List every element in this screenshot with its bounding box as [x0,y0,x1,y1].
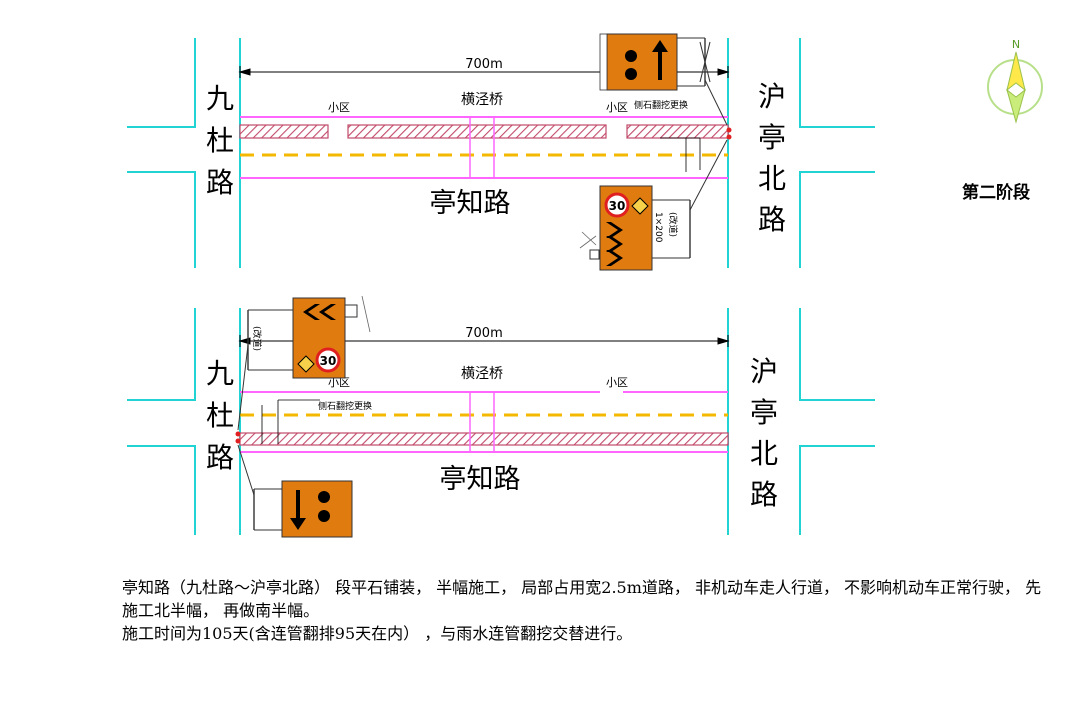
right-road-char-2: 亭 [758,121,786,154]
main-road-label: 亭知路 [430,188,511,219]
detour-sign [237,444,353,538]
right-road-char-4: 路 [750,478,778,511]
caption-line-2: 施工时间为105天(含连管翻排95天在内） ，与雨水连管翻挖交替进行。 [122,624,633,643]
right-road-char-3: 北 [750,437,778,470]
speed-limit-value: 30 [320,354,337,368]
entrance-label: 小区 [328,101,350,114]
speed-chevron-sign: 30 (改道) [237,295,371,431]
entrance-label: 小区 [606,101,628,114]
bridge-label: 横泾桥 [461,366,503,382]
right-road-char-3: 北 [758,162,786,195]
caption-line-1: 亭知路（九杜路～沪亭北路） 段平石铺装， 半幅施工， 局部占用宽2.5m道路， … [122,578,1042,620]
warning-light [235,438,241,444]
entrance-label: 小区 [606,376,628,389]
left-road-char-1: 九 [206,82,234,115]
warning-light [235,431,241,437]
right-road-char-1: 沪 [750,355,778,388]
dimension-marks [261,399,320,444]
sign-vertical-text: 1×200 [653,212,663,243]
left-road-char-2: 杜 [206,399,234,432]
dimension-marks [660,137,701,172]
panel-bottom: 700m 九 杜 路 沪 亭 北 路 亭知路 横泾桥 小区 小区 侧石翻挖更换 [127,295,875,538]
north-label: N [1012,38,1020,51]
right-road-char-4: 路 [758,203,786,236]
right-road-char-1: 沪 [758,80,786,113]
work-note: 侧石翻挖更换 [318,400,372,412]
distance-label: 700m [465,326,502,341]
distance-label: 700m [465,57,502,72]
left-road-char-3: 路 [206,166,234,199]
bridge-outline [469,391,495,453]
left-road-char-2: 杜 [206,124,234,157]
work-zone [239,432,729,446]
sign-vertical-text: (改道) [667,212,679,237]
speed-chevron-sign: 30 1×200 (改道) [579,139,728,271]
north-compass: N [987,38,1043,124]
right-road-char-2: 亭 [750,396,778,429]
panel-top: 700m 九 杜 路 沪 亭 北 路 亭知路 横泾桥 小区 小区 侧石翻挖更换 [127,33,875,271]
main-road-label: 亭知路 [440,464,521,495]
bridge-outline [469,116,495,179]
work-zone [239,124,729,139]
warning-light [726,127,732,133]
detour-sign [599,33,728,126]
entrance-label: 小区 [328,376,350,389]
work-note: 侧石翻挖更换 [634,99,688,111]
speed-limit-value: 30 [609,199,626,213]
left-road-char-3: 路 [206,441,234,474]
caption: 亭知路（九杜路～沪亭北路） 段平石铺装， 半幅施工， 局部占用宽2.5m道路， … [122,576,1052,645]
warning-light [726,134,732,140]
bridge-label: 横泾桥 [461,92,503,108]
left-road-char-1: 九 [206,357,234,390]
sign-vertical-text: (改道) [251,326,263,351]
stage-label: 第二阶段 [962,183,1030,203]
